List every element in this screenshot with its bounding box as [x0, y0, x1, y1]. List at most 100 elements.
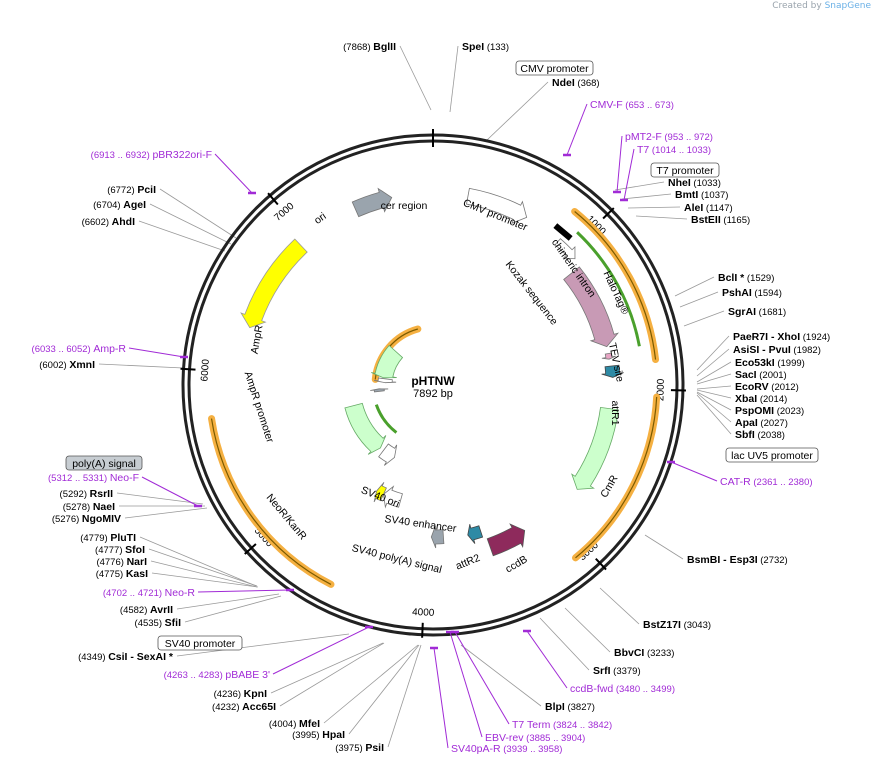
primer-label[interactable]: CAT-R (2361 .. 2380) — [720, 476, 813, 488]
site-paer7i[interactable]: PaeR7I - XhoI (1924) — [733, 331, 830, 343]
site-label[interactable]: (6772) PciI — [107, 184, 156, 196]
site-pshai[interactable]: PshAI (1594) — [722, 287, 782, 299]
site-bglii[interactable]: (7868) BglII — [343, 41, 396, 53]
site-bsmbi[interactable]: BsmBI - Esp3I (2732) — [687, 554, 788, 566]
site-label[interactable]: BclI * (1529) — [718, 272, 774, 284]
site-nhei[interactable]: NheI (1033) — [668, 177, 721, 189]
site-label[interactable]: (6002) XmnI — [39, 359, 95, 371]
site-label[interactable]: ApaI (2027) — [735, 417, 788, 429]
site-label[interactable]: SbfI (2038) — [735, 429, 785, 441]
primer-label[interactable]: CMV-F (653 .. 673) — [590, 99, 674, 111]
site-pluti[interactable]: (4779) PluTI — [80, 532, 136, 544]
site-label[interactable]: BbvCI (3233) — [614, 647, 674, 659]
site-kpni[interactable]: (4236) KpnI — [214, 688, 268, 700]
site-kasi[interactable]: (4775) KasI — [96, 568, 148, 580]
site-pspomi[interactable]: PspOMI (2023) — [735, 405, 804, 417]
site-nari[interactable]: (4776) NarI — [96, 556, 147, 568]
site-sbfi[interactable]: SbfI (2038) — [735, 429, 785, 441]
site-label[interactable]: SpeI (133) — [462, 41, 509, 53]
site-srfi[interactable]: SrfI (3379) — [593, 665, 641, 677]
site-blpi[interactable]: BlpI (3827) — [545, 701, 595, 713]
site-label[interactable]: BlpI (3827) — [545, 701, 595, 713]
primer-label[interactable]: T7 (1014 .. 1033) — [637, 144, 711, 156]
site-pcii[interactable]: (6772) PciI — [107, 184, 156, 196]
site-sfoi[interactable]: (4777) SfoI — [95, 544, 145, 556]
site-bcli[interactable]: BclI * (1529) — [718, 272, 774, 284]
site-label[interactable]: BstZ17I (3043) — [643, 619, 711, 631]
site-label[interactable]: PshAI (1594) — [722, 287, 782, 299]
site-ngomiv[interactable]: (5276) NgoMIV — [52, 513, 121, 525]
site-label[interactable]: (3975) PsiI — [335, 742, 384, 754]
primer-cat-r[interactable]: CAT-R (2361 .. 2380) — [720, 476, 813, 488]
primer-label[interactable]: (4263 .. 4283) pBABE 3' — [164, 669, 270, 681]
site-ecorv[interactable]: EcoRV (2012) — [735, 381, 799, 393]
site-label[interactable]: (4349) CsiI - SexAI * — [78, 651, 174, 663]
site-label[interactable]: (6602) AhdI — [82, 216, 136, 228]
site-apai[interactable]: ApaI (2027) — [735, 417, 788, 429]
primer-neo-r[interactable]: (4702 .. 4721) Neo-R — [103, 587, 196, 599]
primer-pbabe-3[interactable]: (4263 .. 4283) pBABE 3' — [164, 669, 270, 681]
site-bsteii[interactable]: BstEII (1165) — [691, 214, 750, 226]
site-label[interactable]: BsmBI - Esp3I (2732) — [687, 554, 788, 566]
primer-label[interactable]: SV40pA-R (3939 .. 3958) — [451, 743, 562, 755]
site-label[interactable]: (4004) MfeI — [269, 718, 320, 730]
site-label[interactable]: (4775) KasI — [96, 568, 148, 580]
site-bstz17i[interactable]: BstZ17I (3043) — [643, 619, 711, 631]
site-label[interactable]: BmtI (1037) — [675, 189, 728, 201]
site-eco53ki[interactable]: Eco53kI (1999) — [735, 357, 805, 369]
site-label[interactable]: XbaI (2014) — [735, 393, 787, 405]
site-psii[interactable]: (3975) PsiI — [335, 742, 384, 754]
primer-t7-term[interactable]: T7 Term (3824 .. 3842) — [512, 719, 612, 731]
site-asisi[interactable]: AsiSI - PvuI (1982) — [733, 344, 821, 356]
site-spei[interactable]: SpeI (133) — [462, 41, 509, 53]
primer-label[interactable]: (6913 .. 6932) pBR322ori-F — [91, 149, 212, 161]
site-label[interactable]: (5278) NaeI — [63, 501, 115, 513]
site-mfei[interactable]: (4004) MfeI — [269, 718, 320, 730]
site-label[interactable]: AleI (1147) — [684, 202, 733, 214]
site-label[interactable]: PaeR7I - XhoI (1924) — [733, 331, 830, 343]
primer-ccdb-fwd[interactable]: ccdB-fwd (3480 .. 3499) — [570, 683, 675, 695]
primer-label[interactable]: (5312 .. 5331) Neo-F — [48, 472, 139, 484]
site-label[interactable]: (4232) Acc65I — [212, 701, 276, 713]
site-xbai[interactable]: XbaI (2014) — [735, 393, 787, 405]
primer-t7[interactable]: T7 (1014 .. 1033) — [637, 144, 711, 156]
site-label[interactable]: (5276) NgoMIV — [52, 513, 121, 525]
site-sgrai[interactable]: SgrAI (1681) — [728, 306, 786, 318]
primer-pbr322ori-f[interactable]: (6913 .. 6932) pBR322ori-F — [91, 149, 212, 161]
site-label[interactable]: (4236) KpnI — [214, 688, 268, 700]
site-ahdi[interactable]: (6602) AhdI — [82, 216, 136, 228]
site-rsrii[interactable]: (5292) RsrII — [60, 488, 114, 500]
site-label[interactable]: (4535) SfiI — [135, 617, 182, 629]
primer-label[interactable]: (4702 .. 4721) Neo-R — [103, 587, 196, 599]
site-label[interactable]: EcoRV (2012) — [735, 381, 799, 393]
site-csii[interactable]: (4349) CsiI - SexAI * — [78, 651, 174, 663]
primer-cmv-f[interactable]: CMV-F (653 .. 673) — [590, 99, 674, 111]
site-label[interactable]: PspOMI (2023) — [735, 405, 804, 417]
primer-label[interactable]: ccdB-fwd (3480 .. 3499) — [570, 683, 675, 695]
site-avrii[interactable]: (4582) AvrII — [120, 604, 173, 616]
site-xmni[interactable]: (6002) XmnI — [39, 359, 95, 371]
primer-label[interactable]: (6033 .. 6052) Amp-R — [32, 343, 127, 355]
site-label[interactable]: (4779) PluTI — [80, 532, 136, 544]
primer-neo-f[interactable]: (5312 .. 5331) Neo-F — [48, 472, 139, 484]
site-sfii[interactable]: (4535) SfiI — [135, 617, 182, 629]
site-naei[interactable]: (5278) NaeI — [63, 501, 115, 513]
site-label[interactable]: (3995) HpaI — [292, 729, 345, 741]
site-label[interactable]: (4776) NarI — [96, 556, 147, 568]
primer-label[interactable]: pMT2-F (953 .. 972) — [625, 131, 713, 143]
site-label[interactable]: NheI (1033) — [668, 177, 721, 189]
site-label[interactable]: (7868) BglII — [343, 41, 396, 53]
site-bbvci[interactable]: BbvCI (3233) — [614, 647, 674, 659]
site-label[interactable]: (4777) SfoI — [95, 544, 145, 556]
primer-sv40pa-r[interactable]: SV40pA-R (3939 .. 3958) — [451, 743, 562, 755]
site-alei[interactable]: AleI (1147) — [684, 202, 733, 214]
primer-label[interactable]: T7 Term (3824 .. 3842) — [512, 719, 612, 731]
primer-label[interactable]: EBV-rev (3885 .. 3904) — [485, 732, 585, 744]
site-hpai[interactable]: (3995) HpaI — [292, 729, 345, 741]
site-label[interactable]: (5292) RsrII — [60, 488, 114, 500]
site-bmti[interactable]: BmtI (1037) — [675, 189, 728, 201]
site-agei[interactable]: (6704) AgeI — [93, 199, 146, 211]
site-saci[interactable]: SacI (2001) — [735, 369, 787, 381]
primer-pmt2-f[interactable]: pMT2-F (953 .. 972) — [625, 131, 713, 143]
site-acc65i[interactable]: (4232) Acc65I — [212, 701, 276, 713]
